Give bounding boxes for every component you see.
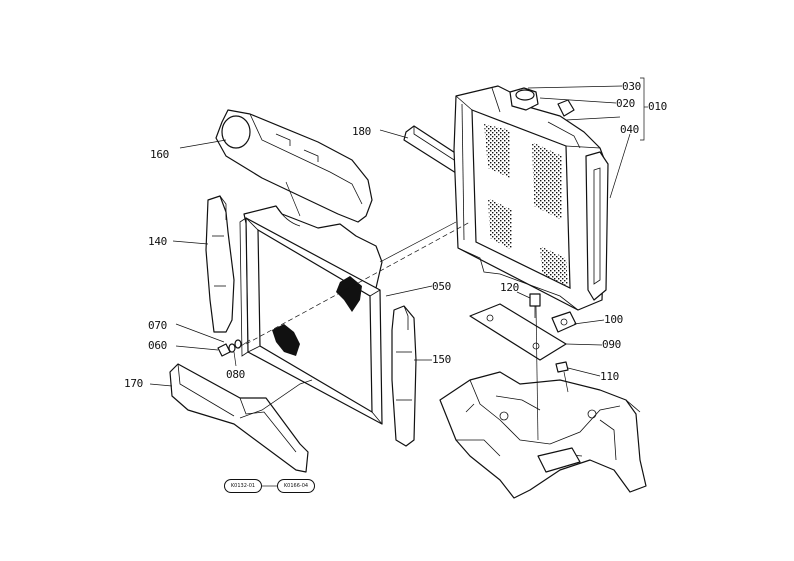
drain-120 [529, 293, 541, 318]
label-010: 010 [648, 100, 667, 113]
label-170: 170 [124, 377, 143, 390]
label-040: 040 [620, 123, 639, 136]
label-110: 110 [600, 370, 619, 383]
tractor-frame [439, 371, 647, 499]
leader-lines [149, 85, 631, 487]
bottom-seal-170 [169, 363, 309, 473]
label-060: 060 [148, 339, 167, 352]
label-120: 120 [500, 281, 519, 294]
label-140: 140 [148, 235, 167, 248]
bracket-100 [551, 311, 577, 333]
label-080: 080 [226, 368, 245, 381]
label-180: 180 [352, 125, 371, 138]
label-150: 150 [432, 353, 451, 366]
label-030: 030 [622, 80, 641, 93]
bolt-110 [555, 361, 569, 373]
hardware-060-070-080 [217, 339, 242, 357]
label-070: 070 [148, 319, 167, 332]
assembly-lines [237, 181, 569, 441]
right-seal-150 [391, 305, 417, 447]
reference-oval-right: K0166-04 [277, 479, 315, 493]
reference-oval-left: K0132-01 [224, 479, 262, 493]
radiator-screen-050 [239, 217, 383, 425]
label-050: 050 [432, 280, 451, 293]
upper-seal-160 [215, 109, 373, 223]
group-bracket-010 [640, 77, 648, 141]
label-100: 100 [604, 313, 623, 326]
plate-090 [469, 303, 567, 361]
radiator-010 [453, 85, 609, 311]
label-090: 090 [602, 338, 621, 351]
left-seal-140 [205, 195, 235, 333]
label-020: 020 [616, 97, 635, 110]
label-160: 160 [150, 148, 169, 161]
